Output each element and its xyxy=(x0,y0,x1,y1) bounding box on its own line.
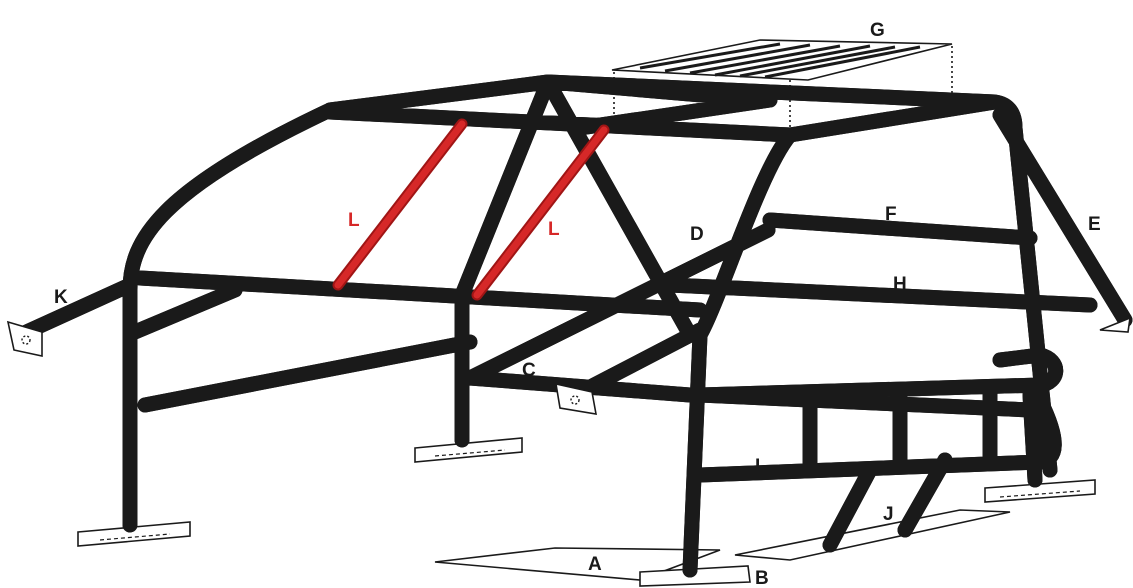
label-b: B xyxy=(755,568,769,588)
label-f: F xyxy=(885,204,897,225)
label-c: C xyxy=(522,360,536,381)
diagonal-l-left xyxy=(332,118,468,291)
foot-plate-rear-left xyxy=(77,521,191,547)
label-h: H xyxy=(893,274,907,295)
label-g: G xyxy=(870,20,885,41)
label-j: J xyxy=(883,504,894,525)
bracket-c xyxy=(555,382,597,415)
bracket-k xyxy=(6,320,43,357)
plate-j xyxy=(734,509,1011,561)
foot-plate-rear-right xyxy=(414,437,523,463)
diagonal-l-right xyxy=(471,124,610,301)
label-e: E xyxy=(1088,214,1101,235)
label-l-left: L xyxy=(348,210,360,231)
label-i: I xyxy=(755,456,760,477)
plate-b xyxy=(639,565,751,587)
cage-tubes xyxy=(12,74,1133,578)
foot-plate-front-right xyxy=(984,479,1096,503)
label-k: K xyxy=(54,287,68,308)
bracket-e xyxy=(1099,316,1131,333)
label-l-right: L xyxy=(548,219,560,240)
label-d: D xyxy=(690,224,704,245)
label-a: A xyxy=(588,554,602,575)
